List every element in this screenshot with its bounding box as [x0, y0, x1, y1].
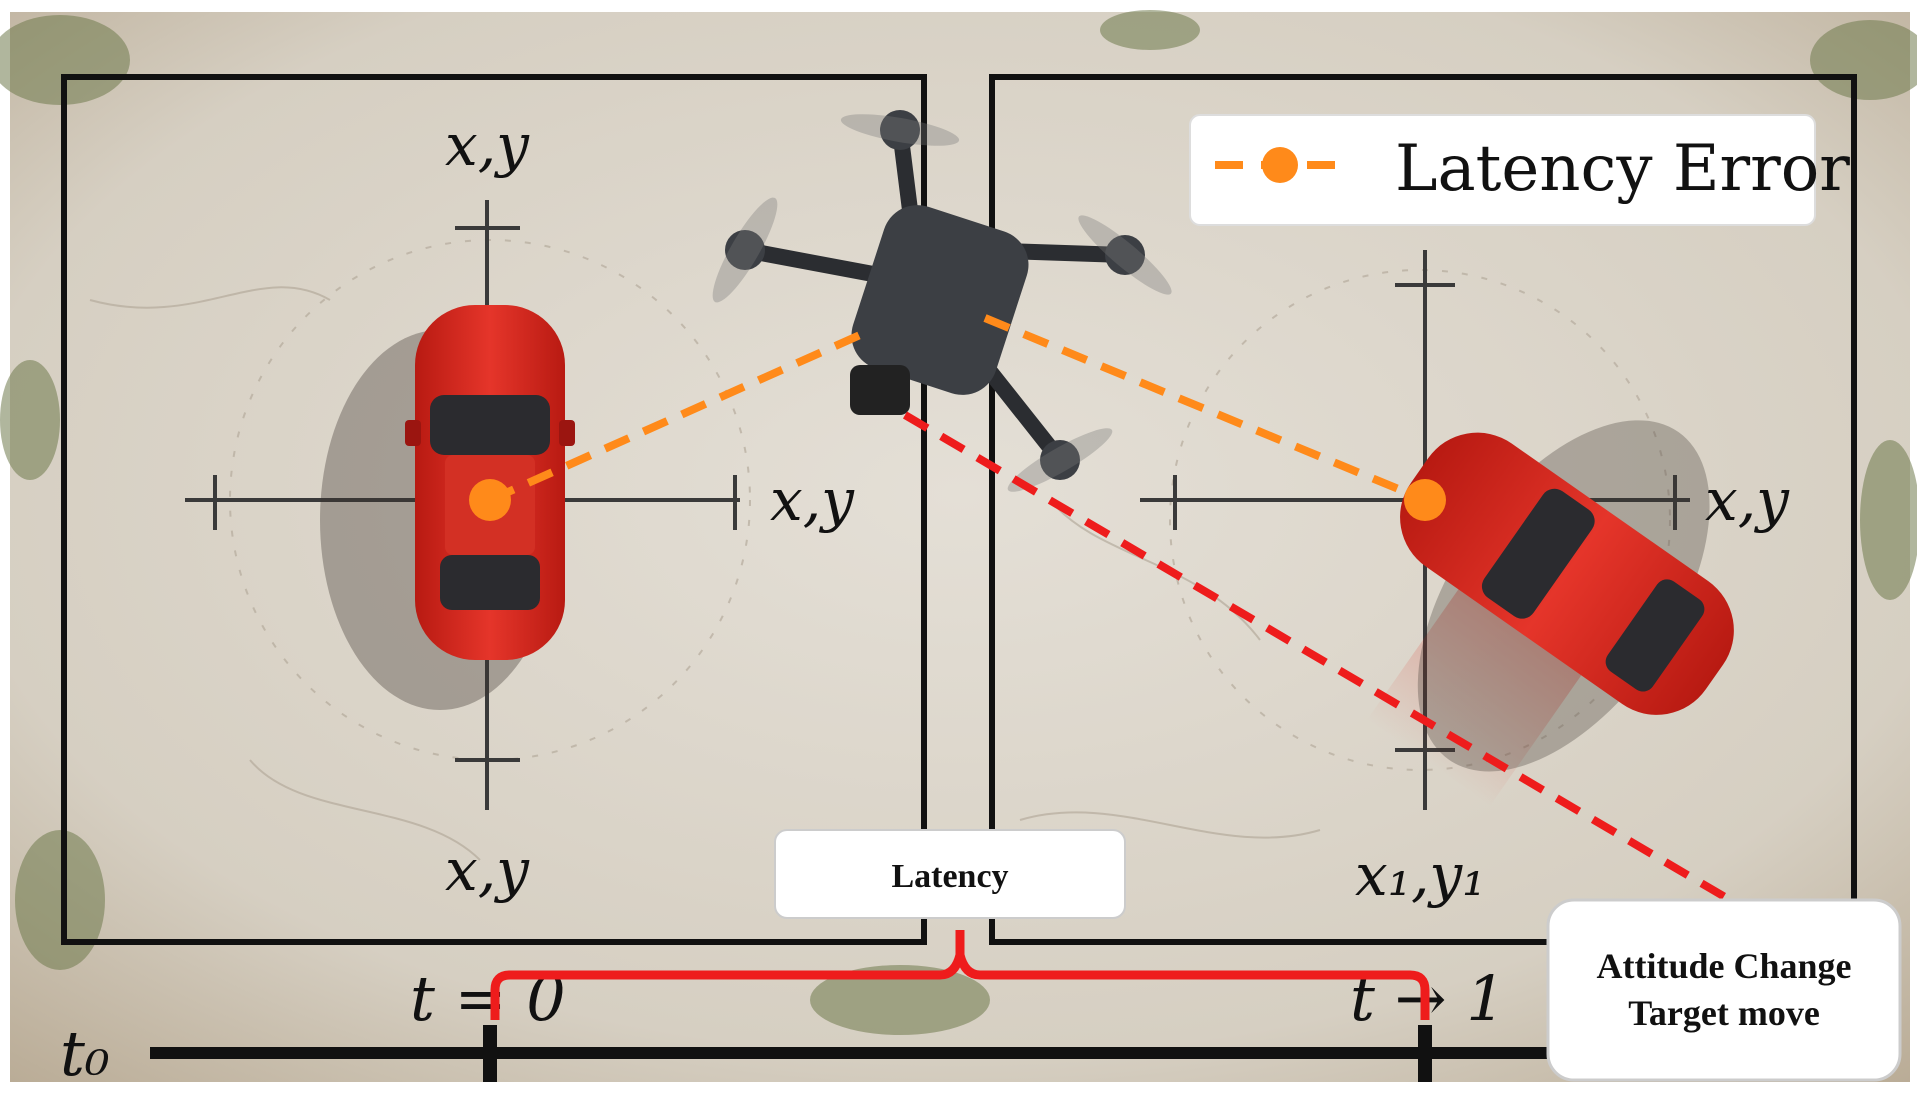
legend: Latency Error	[1189, 114, 1850, 226]
right-axis-bottom-label: x₁,y₁	[1355, 841, 1485, 909]
t0-label: t₀	[60, 1017, 110, 1090]
attitude-change-line	[902, 411, 1733, 904]
right-camera-frame	[989, 74, 1857, 945]
latency-error-lines	[488, 314, 1427, 504]
right-car	[1366, 420, 1734, 807]
attitude-box-line1: Attitude Change	[1596, 946, 1851, 986]
left-axis-right-label: x,y	[770, 466, 855, 534]
vegetation	[0, 10, 1917, 1035]
latency-box-label: Latency	[891, 858, 1008, 895]
legend-dot-icon	[1262, 147, 1298, 183]
legend-label: Latency Error	[1395, 132, 1850, 206]
left-axis-bottom-label: x,y	[445, 836, 530, 904]
left-camera-frame	[61, 74, 927, 945]
latency-box	[774, 829, 1126, 919]
drone	[712, 110, 1172, 492]
right-target-dot	[1404, 479, 1446, 521]
left-axis-top-label: x,y	[445, 111, 530, 179]
attitude-box	[1546, 898, 1902, 1082]
timeline	[150, 1025, 1560, 1082]
right-axis-right-label: x,y	[1705, 466, 1790, 534]
left-target-dot	[469, 479, 511, 521]
attitude-box-line2: Target move	[1628, 993, 1820, 1033]
